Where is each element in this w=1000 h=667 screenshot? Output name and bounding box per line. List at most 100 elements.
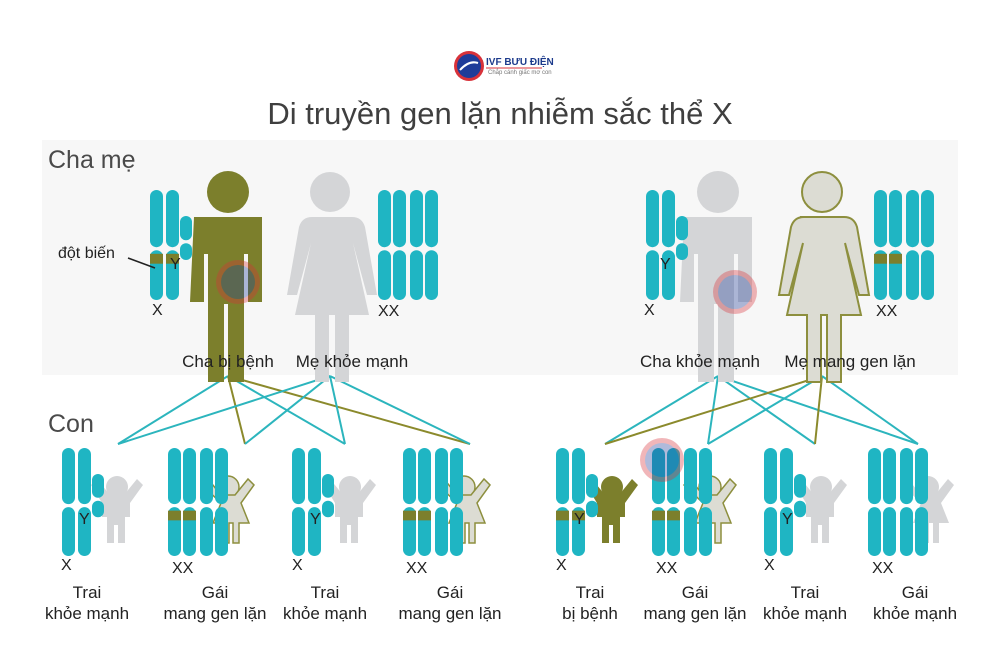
mutation-band bbox=[183, 510, 196, 521]
x-chromosome-arm bbox=[410, 250, 423, 300]
left-mother-label: Mẹ khỏe mạnh bbox=[295, 352, 409, 371]
x-chromosome-arm bbox=[883, 507, 896, 556]
y-chromosome-arm bbox=[586, 500, 598, 518]
x-chromosome-arm bbox=[652, 448, 665, 505]
chr-x-label: X bbox=[152, 302, 163, 319]
x-chromosome-arm bbox=[292, 507, 305, 556]
mutation-label: đột biến bbox=[58, 245, 115, 262]
mutation-band bbox=[652, 510, 665, 521]
x-chromosome-arm bbox=[699, 448, 712, 505]
x-chromosome-arm bbox=[868, 448, 881, 505]
x-chromosome-arm bbox=[183, 448, 196, 505]
x-chromosome-arm bbox=[78, 507, 91, 556]
section-parents: Cha mẹ bbox=[48, 146, 136, 174]
x-chromosome-arm bbox=[215, 448, 228, 505]
mutation-pointer bbox=[127, 257, 156, 269]
x-chromosome-arm bbox=[906, 250, 919, 300]
chr-y-label: Y bbox=[782, 511, 793, 528]
right-father-label: Cha khỏe mạnh bbox=[639, 352, 761, 371]
chr-y-label: Y bbox=[574, 511, 585, 528]
x-chromosome-arm bbox=[435, 507, 448, 556]
x-chromosome-arm bbox=[450, 448, 463, 505]
x-chromosome-arm bbox=[425, 250, 438, 300]
chromosome-group bbox=[62, 190, 934, 556]
x-chromosome-arm bbox=[764, 507, 777, 556]
x-chromosome-arm bbox=[889, 190, 902, 248]
x-chromosome-arm bbox=[168, 448, 181, 505]
mutation-band bbox=[166, 253, 179, 264]
mutation-band bbox=[403, 510, 416, 521]
x-chromosome-arm bbox=[200, 507, 213, 556]
chr-xx-label: XX bbox=[172, 560, 194, 577]
chr-y-label: Y bbox=[310, 511, 321, 528]
logo-name: IVF BƯU ĐIỆN bbox=[486, 57, 554, 68]
x-chromosome-arm bbox=[200, 448, 213, 505]
right-mother-label: Mẹ mang gen lặn bbox=[784, 352, 916, 371]
x-chromosome-arm bbox=[906, 190, 919, 248]
y-chromosome-arm bbox=[794, 500, 806, 518]
mutation-band bbox=[168, 510, 181, 521]
chr-x-label: X bbox=[61, 557, 72, 574]
chr-x-label: X bbox=[764, 557, 775, 574]
x-chromosome-arm bbox=[646, 190, 659, 248]
x-chromosome-arm bbox=[900, 507, 913, 556]
chr-x-label: X bbox=[292, 557, 303, 574]
chr-x-label: X bbox=[644, 302, 655, 319]
x-chromosome-arm bbox=[410, 190, 423, 248]
x-chromosome-arm bbox=[780, 507, 793, 556]
mutation-band bbox=[150, 253, 163, 264]
x-chromosome-arm bbox=[874, 190, 887, 248]
x-chromosome-arm bbox=[684, 507, 697, 556]
x-chromosome-arm bbox=[308, 448, 321, 505]
chr-y-label: Y bbox=[79, 511, 90, 528]
x-chromosome-arm bbox=[292, 448, 305, 505]
y-chromosome-arm bbox=[794, 474, 806, 498]
x-chromosome-arm bbox=[915, 448, 928, 505]
page-title: Di truyền gen lặn nhiễm sắc thể X bbox=[267, 96, 733, 131]
x-chromosome-arm bbox=[699, 507, 712, 556]
chr-xx-label: XX bbox=[656, 560, 678, 577]
x-chromosome-arm bbox=[556, 448, 569, 505]
watermark-icon bbox=[216, 260, 757, 482]
x-chromosome-arm bbox=[62, 448, 75, 505]
x-chromosome-arm bbox=[425, 190, 438, 248]
left-father-label: Cha bị bệnh bbox=[182, 352, 274, 371]
chr-y-label: Y bbox=[170, 256, 181, 273]
mutation-band bbox=[418, 510, 431, 521]
x-chromosome-arm bbox=[780, 448, 793, 505]
section-children: Con bbox=[48, 410, 94, 438]
x-chromosome-arm bbox=[684, 448, 697, 505]
mutation-band bbox=[667, 510, 680, 521]
x-chromosome-arm bbox=[662, 250, 675, 300]
logo-icon bbox=[454, 51, 484, 81]
mutation-band bbox=[874, 253, 887, 264]
x-chromosome-arm bbox=[868, 507, 881, 556]
chr-x-label: X bbox=[556, 557, 567, 574]
chr-xx-label: XX bbox=[872, 560, 894, 577]
x-chromosome-arm bbox=[393, 250, 406, 300]
chr-xx-label: XX bbox=[378, 303, 400, 320]
chr-y-label: Y bbox=[660, 256, 671, 273]
x-chromosome-arm bbox=[435, 448, 448, 505]
y-chromosome-arm bbox=[322, 474, 334, 498]
chr-xx-label: XX bbox=[406, 560, 428, 577]
y-chromosome-arm bbox=[92, 474, 104, 498]
x-chromosome-arm bbox=[378, 250, 391, 300]
y-chromosome-arm bbox=[322, 500, 334, 518]
x-chromosome-arm bbox=[764, 448, 777, 505]
chr-xx-label: XX bbox=[876, 303, 898, 320]
x-chromosome-arm bbox=[883, 448, 896, 505]
x-chromosome-arm bbox=[900, 448, 913, 505]
mutation-band bbox=[556, 510, 569, 521]
x-chromosome-arm bbox=[646, 250, 659, 300]
right-inheritance-lines bbox=[604, 375, 919, 445]
x-chromosome-arm bbox=[915, 507, 928, 556]
